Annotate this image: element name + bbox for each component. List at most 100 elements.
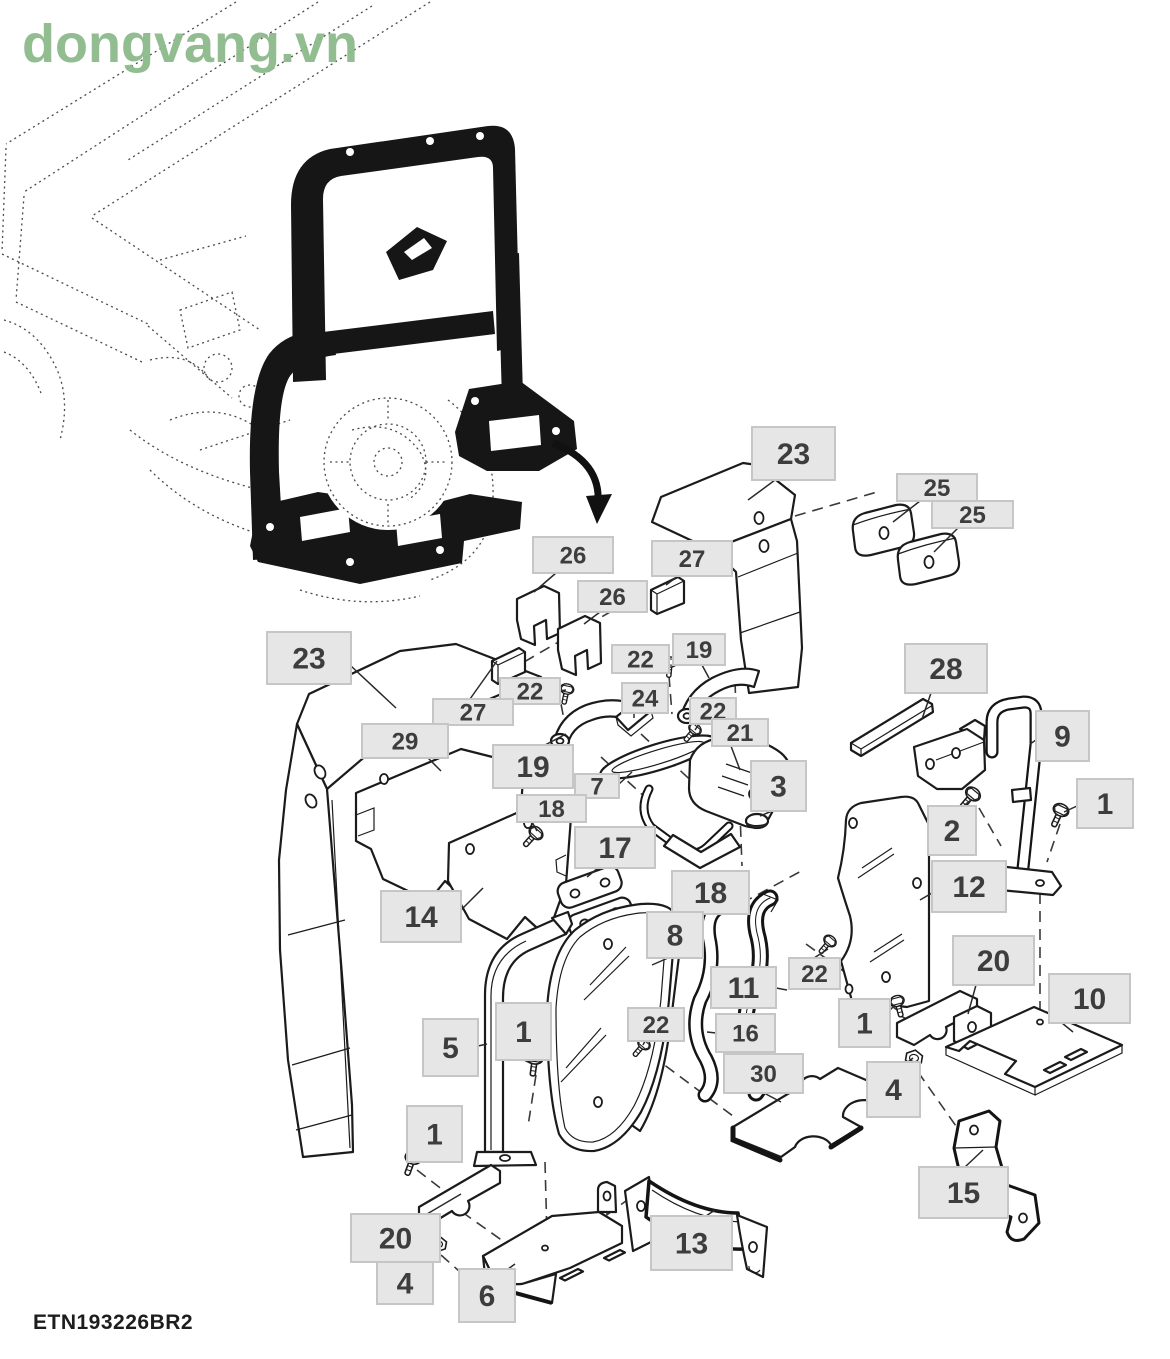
callout-number: 29 (392, 729, 419, 756)
callout-number: 22 (643, 1012, 670, 1039)
callout-number: 25 (959, 502, 986, 529)
pointer-arrow-icon (551, 439, 612, 524)
watermark: dongvang.vn (22, 14, 358, 74)
callout-25: 25 (896, 473, 978, 502)
callout-22: 22 (627, 1007, 685, 1042)
leader-line-17 (586, 867, 599, 878)
callout-number: 4 (397, 1268, 414, 1301)
leader-line-15 (964, 1149, 984, 1168)
callout-box (715, 1013, 776, 1053)
tractor-outline (1, 1, 494, 603)
callout-number: 19 (516, 751, 549, 784)
callout-number: 22 (801, 961, 828, 988)
callout-number: 13 (675, 1228, 708, 1261)
callout-box (627, 1007, 685, 1042)
callout-box (788, 957, 841, 990)
callout-number: 26 (599, 584, 626, 611)
callout-number: 23 (777, 438, 810, 471)
callout-number: 1 (515, 1016, 532, 1049)
callout-number: 9 (1054, 721, 1071, 754)
callout-box (927, 805, 977, 856)
callout-24: 24 (621, 682, 669, 714)
callout-17: 17 (574, 826, 656, 869)
callout-box (751, 426, 836, 481)
callout-5: 5 (422, 1018, 479, 1077)
callout-number: 26 (560, 543, 587, 570)
callout-number: 1 (426, 1119, 443, 1152)
callout-number: 3 (770, 771, 787, 804)
callout-26: 26 (532, 536, 614, 574)
leader-line-5 (477, 1043, 488, 1047)
leader-line-29 (427, 757, 442, 772)
callout-box (406, 1105, 463, 1163)
leader-line-20 (426, 1193, 462, 1215)
part-23-top-shield (650, 461, 804, 695)
callout-19: 19 (672, 633, 726, 666)
callout-1: 1 (838, 998, 891, 1048)
callout-2: 2 (927, 805, 977, 856)
part-12-panel (836, 795, 931, 1009)
callout-number: 27 (460, 700, 487, 727)
callout-14: 14 (380, 890, 462, 943)
callout-6: 6 (458, 1268, 516, 1323)
callout-box (266, 631, 352, 685)
callout-26: 26 (577, 580, 648, 613)
callout-16: 16 (715, 1013, 776, 1053)
callout-box (952, 935, 1035, 986)
part-3-cap (744, 812, 770, 830)
leader-line-8 (651, 957, 669, 966)
callout-box (577, 580, 648, 613)
leader-line-12 (919, 892, 933, 901)
leader-line-25 (933, 527, 959, 553)
callout-number: 5 (442, 1032, 459, 1065)
callout-number: 11 (728, 972, 760, 1005)
callout-20: 20 (952, 935, 1035, 986)
leader-line-23 (350, 665, 397, 709)
callout-15: 15 (918, 1166, 1009, 1219)
callout-box (750, 760, 807, 812)
callout-number: 1 (1097, 788, 1114, 821)
callout-box (651, 540, 733, 577)
callout-29: 29 (361, 723, 449, 759)
leader-line-26 (533, 572, 557, 593)
callout-number: 7 (590, 774, 603, 801)
callout-box (866, 1061, 921, 1118)
callout-11: 11 (710, 966, 777, 1009)
callout-1: 1 (495, 1002, 552, 1061)
callout-number: 6 (479, 1280, 496, 1313)
callout-number: 22 (627, 647, 654, 674)
leader-line-18 (531, 821, 538, 832)
callout-19: 19 (492, 744, 574, 789)
leader-line-10 (1061, 1022, 1074, 1033)
callout-number: 25 (924, 475, 951, 502)
callout-8: 8 (646, 911, 704, 959)
callout-10: 10 (1048, 973, 1131, 1024)
part-5-frame (472, 910, 574, 1168)
callout-box (492, 744, 574, 789)
mounting-frame-silhouette (249, 125, 577, 584)
leader-line-19 (701, 664, 710, 679)
callout-18: 18 (671, 870, 750, 915)
callout-28: 28 (904, 643, 988, 694)
callout-box (672, 633, 726, 666)
callout-number: 1 (856, 1008, 873, 1041)
callout-number: 22 (517, 679, 544, 706)
part-1-bolt (1045, 800, 1072, 831)
leader-line-28 (921, 692, 932, 720)
leader-line-23 (747, 479, 776, 501)
callout-number: 27 (679, 546, 706, 573)
callout-box (611, 644, 670, 674)
part-16-seal-strip (688, 898, 731, 1103)
leader-line-27 (469, 660, 498, 700)
callout-number: 23 (292, 643, 325, 676)
callout-number: 8 (667, 920, 684, 953)
part-27-pads (490, 575, 686, 686)
leader-line-20 (967, 984, 977, 1015)
callout-22: 22 (499, 677, 561, 706)
callout-number: 21 (727, 720, 754, 747)
callout-number: 16 (732, 1021, 759, 1048)
callout-box (532, 536, 614, 574)
callout-number: 30 (750, 1061, 777, 1088)
callout-number: 18 (538, 796, 565, 823)
callout-box (621, 682, 669, 714)
